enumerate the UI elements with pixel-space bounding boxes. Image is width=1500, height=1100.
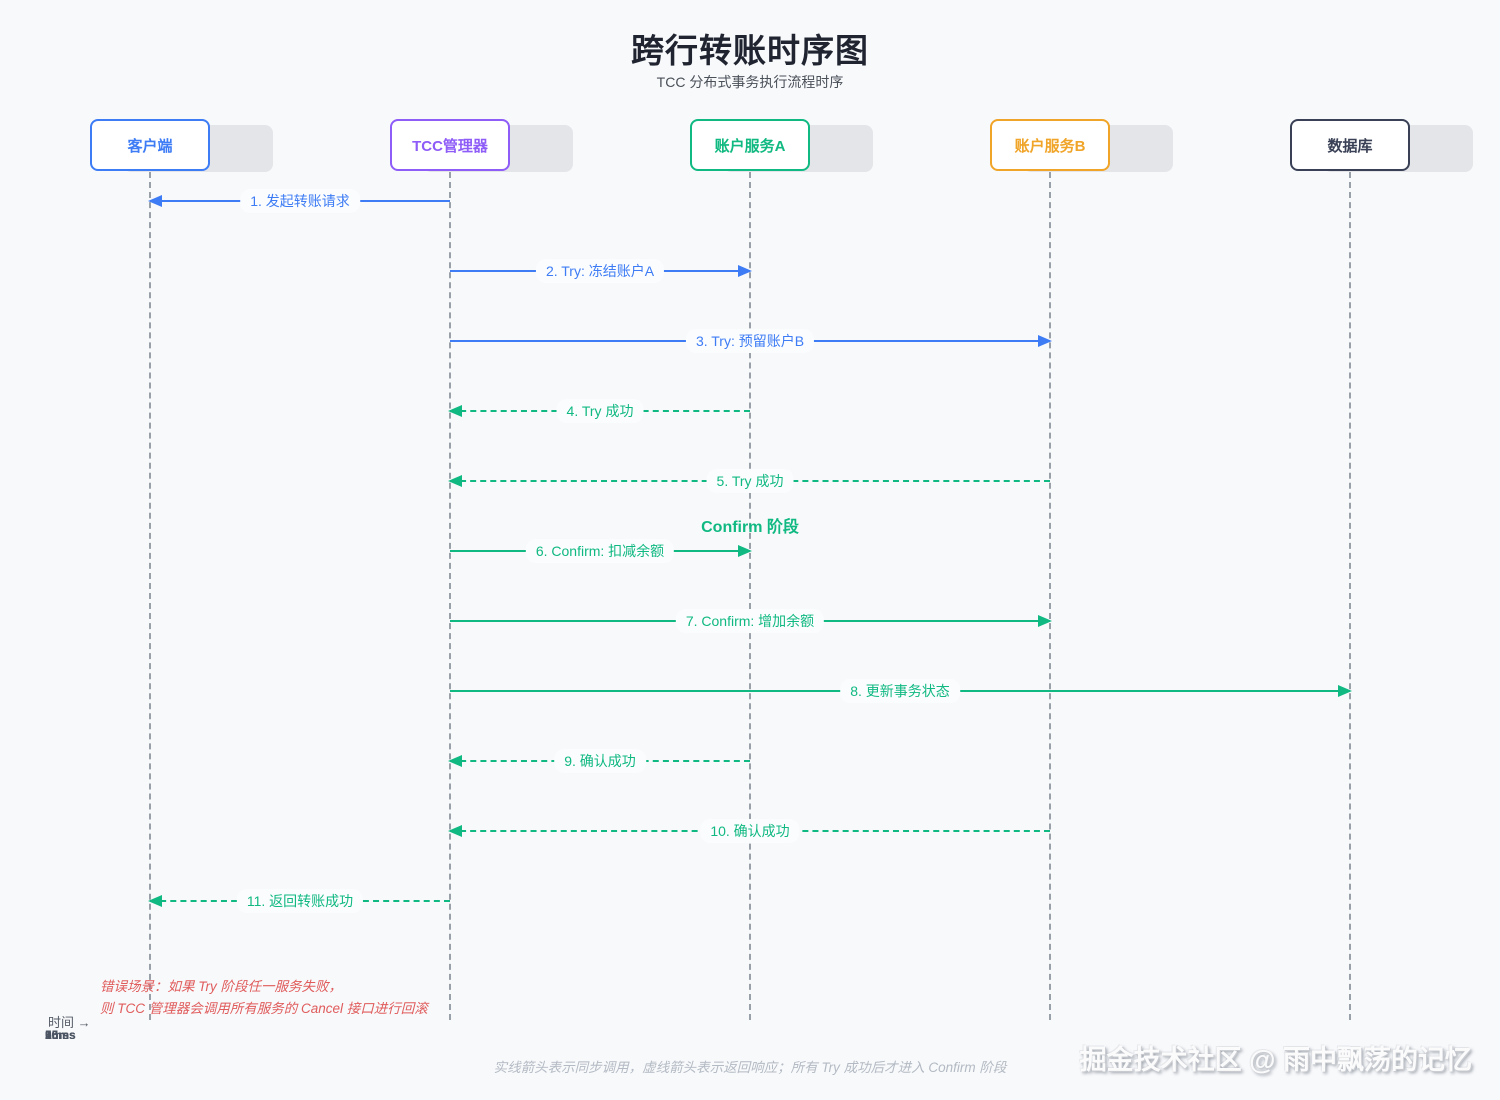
lifeline [1049, 172, 1051, 1020]
error-note-line-1: 错误场景：如果 Try 阶段任一服务失败， [100, 979, 342, 994]
time-axis-label: 时间 → [48, 1015, 91, 1030]
arrowhead-right-icon [1038, 335, 1052, 347]
actor-box: 数据库 [1290, 119, 1410, 171]
arrowhead-left-icon [148, 195, 162, 207]
lifeline [1349, 172, 1351, 1020]
time-tick: 20ms [45, 1028, 76, 1042]
actor-box: TCC管理器 [390, 119, 510, 171]
message-label: 7. Confirm: 增加余额 [675, 609, 825, 633]
time-tick: 5ms [45, 1028, 70, 1042]
time-tick: 0ms [45, 1028, 70, 1042]
page-title: 跨行转账时序图 [631, 32, 869, 69]
arrowhead-left-icon [448, 755, 462, 767]
arrowhead-right-icon [738, 265, 752, 277]
time-tick: 15ms [45, 1028, 76, 1042]
arrowhead-left-icon [148, 895, 162, 907]
message-label: 9. 确认成功 [554, 749, 646, 773]
arrowhead-right-icon [1038, 615, 1052, 627]
message-label: 11. 返回转账成功 [236, 889, 364, 913]
actor-box: 客户端 [90, 119, 210, 171]
lifeline [749, 172, 751, 1020]
message-label: 5. Try 成功 [706, 469, 794, 493]
watermark: 掘金技术社区 @ 雨中飘荡的记忆 [1079, 1045, 1472, 1075]
error-note: 错误场景：如果 Try 阶段任一服务失败， 则 TCC 管理器会调用所有服务的 … [100, 976, 428, 1020]
arrowhead-right-icon [738, 545, 752, 557]
message-label: 4. Try 成功 [556, 399, 644, 423]
lifeline [449, 172, 451, 1020]
phase-label-confirm: Confirm 阶段 [701, 519, 799, 536]
arrowhead-left-icon [448, 475, 462, 487]
actor-box: 账户服务A [690, 119, 810, 171]
error-note-line-2: 则 TCC 管理器会调用所有服务的 Cancel 接口进行回滚 [100, 1001, 428, 1016]
footer-legend: 实线箭头表示同步调用，虚线箭头表示返回响应；所有 Try 成功后才进入 Conf… [493, 1060, 1007, 1075]
message-label: 2. Try: 冻结账户A [535, 259, 665, 283]
message-label: 6. Confirm: 扣减余额 [525, 539, 675, 563]
message-label: 8. 更新事务状态 [840, 679, 960, 703]
message-label: 1. 发起转账请求 [240, 189, 360, 213]
message-label: 10. 确认成功 [700, 819, 800, 843]
arrowhead-left-icon [448, 405, 462, 417]
time-tick: 10ms [45, 1028, 76, 1042]
lifeline [149, 172, 151, 1020]
message-label: 3. Try: 预留账户B [685, 329, 815, 353]
actor-box: 账户服务B [990, 119, 1110, 171]
page-subtitle: TCC 分布式事务执行流程时序 [656, 74, 844, 90]
arrowhead-right-icon [1338, 685, 1352, 697]
arrowhead-left-icon [448, 825, 462, 837]
